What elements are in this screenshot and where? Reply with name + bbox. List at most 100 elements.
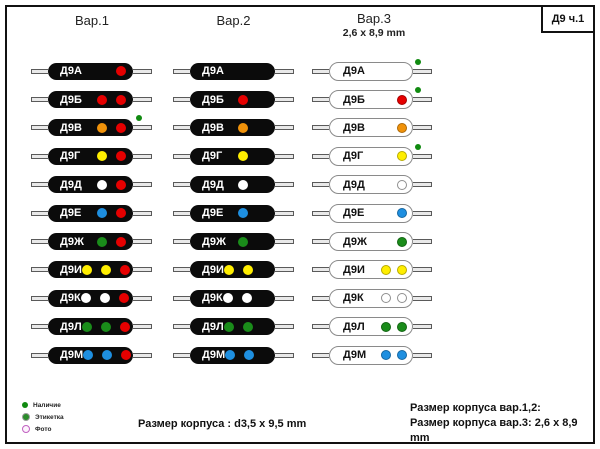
availability-dot-icon (415, 87, 421, 94)
lead-wire-left (173, 68, 190, 74)
diode-label: Д9Ж (202, 235, 226, 248)
marking-dots (238, 236, 275, 247)
lead-wire-right (413, 97, 432, 103)
lead-wire-right (133, 239, 152, 245)
diode-row: Д9М (173, 341, 294, 369)
lead-wire-right (275, 182, 294, 188)
lead-wire-right (275, 267, 294, 273)
lead-wire-right (413, 68, 432, 74)
dot-red-icon (116, 94, 126, 105)
diode-row: Д9И (173, 256, 294, 284)
diode-row: Д9Б (312, 85, 432, 113)
dot-white-icon (241, 293, 252, 304)
dot-white-icon (238, 179, 248, 190)
lead-wire-right (133, 68, 152, 74)
diode-label: Д9Е (343, 207, 365, 220)
lead-wire-left (31, 267, 48, 273)
diode-label: Д9Д (60, 178, 82, 191)
lead-wire-left (312, 267, 329, 273)
marking-dots (381, 350, 412, 361)
diode-row: Д9М (31, 341, 152, 369)
diode-body: Д9Г (329, 143, 421, 166)
diode-body: Д9Е (329, 203, 413, 223)
dot-yellow-icon (397, 151, 407, 162)
dot-yellow-icon (100, 264, 111, 275)
marking-dots (223, 321, 280, 332)
dot-green-icon (81, 321, 92, 332)
label-dot-icon (22, 413, 30, 421)
dot-white-icon (397, 179, 407, 190)
lead-wire-left (312, 295, 329, 301)
lead-wire-left (173, 295, 190, 301)
diode-label: Д9Л (202, 320, 224, 333)
marking-dots (397, 179, 412, 190)
marking-dots (397, 236, 412, 247)
marking-dots (80, 293, 136, 304)
dot-green-icon (223, 321, 234, 332)
lead-wire-right (133, 324, 152, 330)
diode-row: Д9А (31, 57, 152, 85)
diode-row: Д9Г (312, 142, 432, 170)
diode-label: Д9А (60, 65, 82, 78)
dot-red-icon (238, 94, 248, 105)
case-size-note-line1: Размер корпуса вар.1,2: (410, 402, 541, 414)
diode-row: Д9Ж (312, 227, 432, 255)
lead-wire-left (31, 239, 48, 245)
dot-blue-icon (381, 350, 391, 361)
legend-label: Этикетка (35, 413, 64, 421)
diode-body: Д9Ж (190, 233, 275, 251)
diode-body: Д9Л (190, 318, 275, 336)
diode-body: Д9Б (48, 91, 133, 109)
diode-body: Д9К (190, 289, 275, 307)
lead-wire-right (133, 295, 152, 301)
diode-label: Д9В (60, 121, 82, 134)
lead-wire-right (413, 239, 432, 245)
dot-red-icon (118, 293, 129, 304)
marking-dots (238, 179, 275, 190)
diode-row: Д9Е (312, 199, 432, 227)
diode-row: Д9Л (31, 313, 152, 341)
column-header-label: Вар.3 (357, 11, 391, 26)
column-header-var1: Вар.1 (31, 13, 153, 28)
diode-row: Д9Л (312, 313, 432, 341)
dot-white-icon (222, 293, 233, 304)
legend: Наличие Этикетка Фото (22, 399, 64, 435)
diode-row: Д9Б (173, 85, 294, 113)
dot-red-icon (121, 350, 132, 361)
lead-wire-left (31, 352, 48, 358)
lead-wire-right (275, 295, 294, 301)
dot-red-icon (397, 94, 407, 105)
diode-label: Д9Б (202, 93, 224, 106)
diode-label: Д9И (343, 263, 365, 276)
diode-label: Д9В (343, 121, 365, 134)
dot-green-icon (238, 236, 248, 247)
diode-body: Д9И (48, 261, 133, 279)
dot-green-icon (100, 321, 111, 332)
dot-red-icon (116, 122, 126, 133)
case-size-note-line2: Размер корпуса вар.3: 2,6 x 8,9 mm (410, 417, 578, 444)
lead-wire-right (275, 239, 294, 245)
case-size-note-var12: Размер корпуса : d3,5 x 9,5 mm (138, 418, 307, 430)
dot-yellow-icon (97, 151, 107, 162)
lead-wire-left (31, 125, 48, 131)
lead-wire-right (133, 97, 152, 103)
dot-white-icon (99, 293, 110, 304)
diode-body: Д9В (48, 115, 142, 137)
marking-dots (116, 66, 133, 77)
diode-row: Д9Д (31, 171, 152, 199)
diode-label: Д9М (202, 349, 226, 362)
diode-label: Д9И (202, 263, 224, 276)
lead-wire-right (275, 97, 294, 103)
diode-row: Д9Г (173, 142, 294, 170)
dot-white-icon (80, 293, 91, 304)
lead-wire-right (275, 324, 294, 330)
diode-body: Д9Г (48, 147, 133, 165)
dot-red-icon (116, 66, 126, 77)
diode-row: Д9Д (312, 171, 432, 199)
lead-wire-left (173, 324, 190, 330)
lead-wire-left (173, 97, 190, 103)
legend-item-label: Этикетка (22, 411, 64, 423)
diode-label: Д9А (202, 65, 224, 78)
marking-dots (381, 321, 412, 332)
marking-dots (238, 151, 275, 162)
